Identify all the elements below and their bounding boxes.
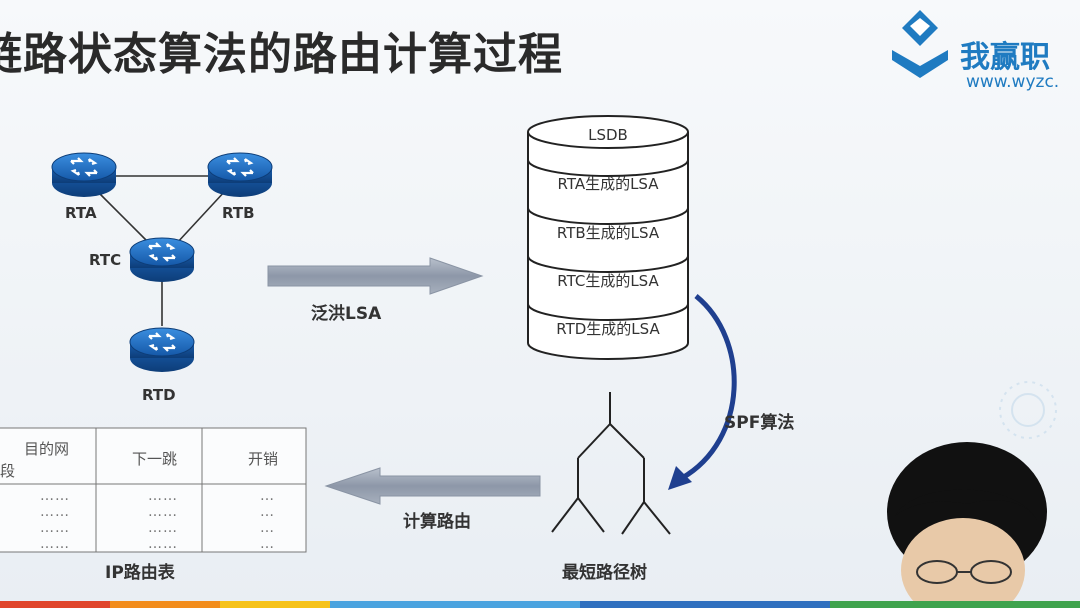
router-label-rtc: RTC — [89, 251, 121, 269]
lsdb-header: LSDB — [588, 126, 628, 144]
table-header-dest-2: 段 — [0, 462, 15, 480]
logo-text: 我赢职 — [960, 40, 1050, 75]
lsdb-entry: RTD生成的LSA — [556, 320, 660, 338]
brand-logo: 我赢职 www.wyzc. — [880, 6, 1080, 96]
flood-caption: 泛洪LSA — [311, 303, 382, 324]
table-cell: …… — [40, 504, 70, 520]
lsdb-entry: RTA生成的LSA — [557, 175, 659, 193]
router-rta-icon — [50, 151, 118, 199]
logo-mark-icon — [892, 10, 948, 78]
table-cell: …… — [148, 488, 178, 504]
table-header-dest: 目的网 — [24, 440, 69, 458]
spf-caption: SPF算法 — [724, 412, 794, 433]
route-table-caption: IP路由表 — [105, 562, 176, 583]
router-rtb-icon — [206, 151, 274, 199]
logo-url: www.wyzc. — [966, 72, 1060, 92]
table-cell: …… — [40, 488, 70, 504]
lsdb-entry: RTC生成的LSA — [557, 272, 659, 290]
presenter-video — [887, 442, 1047, 608]
router-label-rtb: RTB — [222, 204, 255, 222]
table-cell: …… — [148, 536, 178, 552]
table-cell: … — [260, 488, 275, 504]
tree-caption: 最短路径树 — [562, 562, 647, 583]
router-rtd-icon — [128, 326, 196, 374]
lsdb-cylinder — [527, 115, 689, 360]
spf-arrow-icon — [680, 294, 737, 481]
router-label-rta: RTA — [65, 204, 97, 222]
table-cell: …… — [148, 520, 178, 536]
slide-title: 链路状态算法的路由计算过程 — [0, 29, 563, 80]
link-rta-rtc — [95, 189, 151, 245]
shortest-path-tree-icon — [551, 392, 671, 535]
table-cell: …… — [148, 504, 178, 520]
spf-arrowhead-icon — [668, 466, 692, 490]
footer-color-bar — [0, 601, 1080, 608]
table-cell: …… — [40, 536, 70, 552]
table-cell: … — [260, 536, 275, 552]
table-header-nexthop: 下一跳 — [132, 450, 177, 468]
route-table — [0, 427, 307, 553]
table-cell: … — [260, 504, 275, 520]
flood-arrow-icon — [267, 257, 484, 295]
link-rtb-rtc — [175, 189, 227, 245]
table-cell: … — [260, 520, 275, 536]
lsdb-entry: RTB生成的LSA — [557, 224, 660, 242]
table-header-cost: 开销 — [248, 450, 278, 468]
decorative-burst-icon — [999, 381, 1057, 439]
compute-arrow-icon — [324, 467, 541, 505]
compute-caption: 计算路由 — [403, 511, 471, 532]
table-cell: …… — [40, 520, 70, 536]
router-rtc-icon — [128, 236, 196, 284]
router-label-rtd: RTD — [142, 386, 176, 404]
